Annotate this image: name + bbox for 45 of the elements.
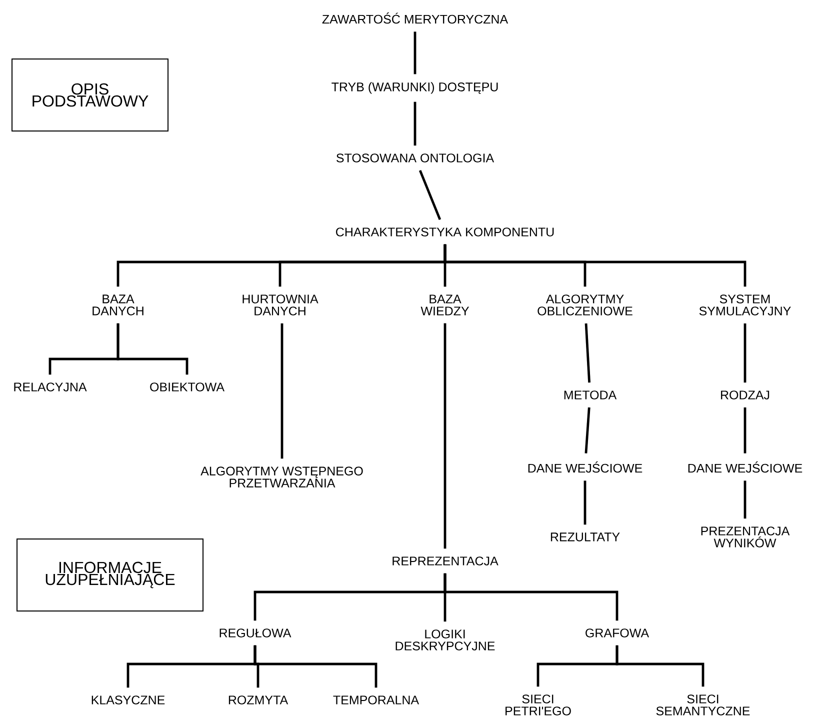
connector-line <box>414 32 416 74</box>
node-label: REZULTATY <box>550 532 620 542</box>
node-label: KLASYCZNE <box>92 696 165 704</box>
node-label: SYSTEM SYMULACYJNY <box>699 294 791 316</box>
connector-line <box>418 170 442 220</box>
node-label: ALGORYTMY OBLICZENIOWE <box>538 294 632 316</box>
node-label: BAZA DANYCH <box>92 294 144 316</box>
node-label: HURTOWNIA DANYCH <box>242 294 318 316</box>
connector-line <box>414 102 416 146</box>
node-label: METODA <box>564 390 617 400</box>
node-label: SIECI PETRI'EGO <box>506 694 571 716</box>
connector-line <box>584 407 590 454</box>
connector-line <box>744 480 746 519</box>
node-label: SIECI SEMANTYCZNE <box>656 694 750 716</box>
connector-line <box>116 323 188 375</box>
node-label: GRAFOWA <box>586 628 650 638</box>
connector-line <box>444 573 618 621</box>
node-label: REGUŁOWA <box>220 628 292 638</box>
node-label: RODZAJ <box>721 390 770 400</box>
node-label: ZAWARTOŚĆ MERYTORYCZNA <box>322 12 508 24</box>
node-label: ALGORYTMY WSTĘPNEGO PRZETWARZANIA <box>200 466 363 488</box>
connector-line <box>744 323 746 383</box>
node-label: DANE WEJŚCIOWE <box>688 461 802 473</box>
node-label: REPREZENTACJA <box>392 556 498 566</box>
node-label: PREZENTACJA WYNIKÓW <box>701 526 790 548</box>
connector-line <box>616 645 704 687</box>
connector-line <box>744 407 746 454</box>
node-label: TEMPORALNA <box>333 696 420 704</box>
connector-line <box>444 244 746 287</box>
connector-line <box>584 480 586 525</box>
label-box: INFORMACJE UZUPEŁNIAJĄCE <box>16 538 204 612</box>
node-label: LOGIKI DESKRYPCYJNE <box>396 630 495 650</box>
connector-line <box>444 323 446 549</box>
connector-line <box>254 645 378 688</box>
node-label: OBIEKTOWA <box>150 382 224 392</box>
node-label: DANE WEJŚCIOWE <box>528 461 642 473</box>
node-label: BAZA WIEDZY <box>420 294 470 316</box>
node-label: ROZMYTA <box>228 696 288 704</box>
node-label: TRYB (WARUNKI) DOSTĘPU <box>332 82 498 94</box>
connector-line <box>280 323 284 459</box>
connector-line <box>584 323 591 383</box>
node-label: RELACYJNA <box>14 382 87 392</box>
label-box: OPIS PODSTAWOWY <box>12 58 168 132</box>
node-label: STOSOWANA ONTOLOGIA <box>336 154 494 162</box>
node-label: CHARAKTERYSTYKA KOMPONENTU <box>336 228 554 236</box>
